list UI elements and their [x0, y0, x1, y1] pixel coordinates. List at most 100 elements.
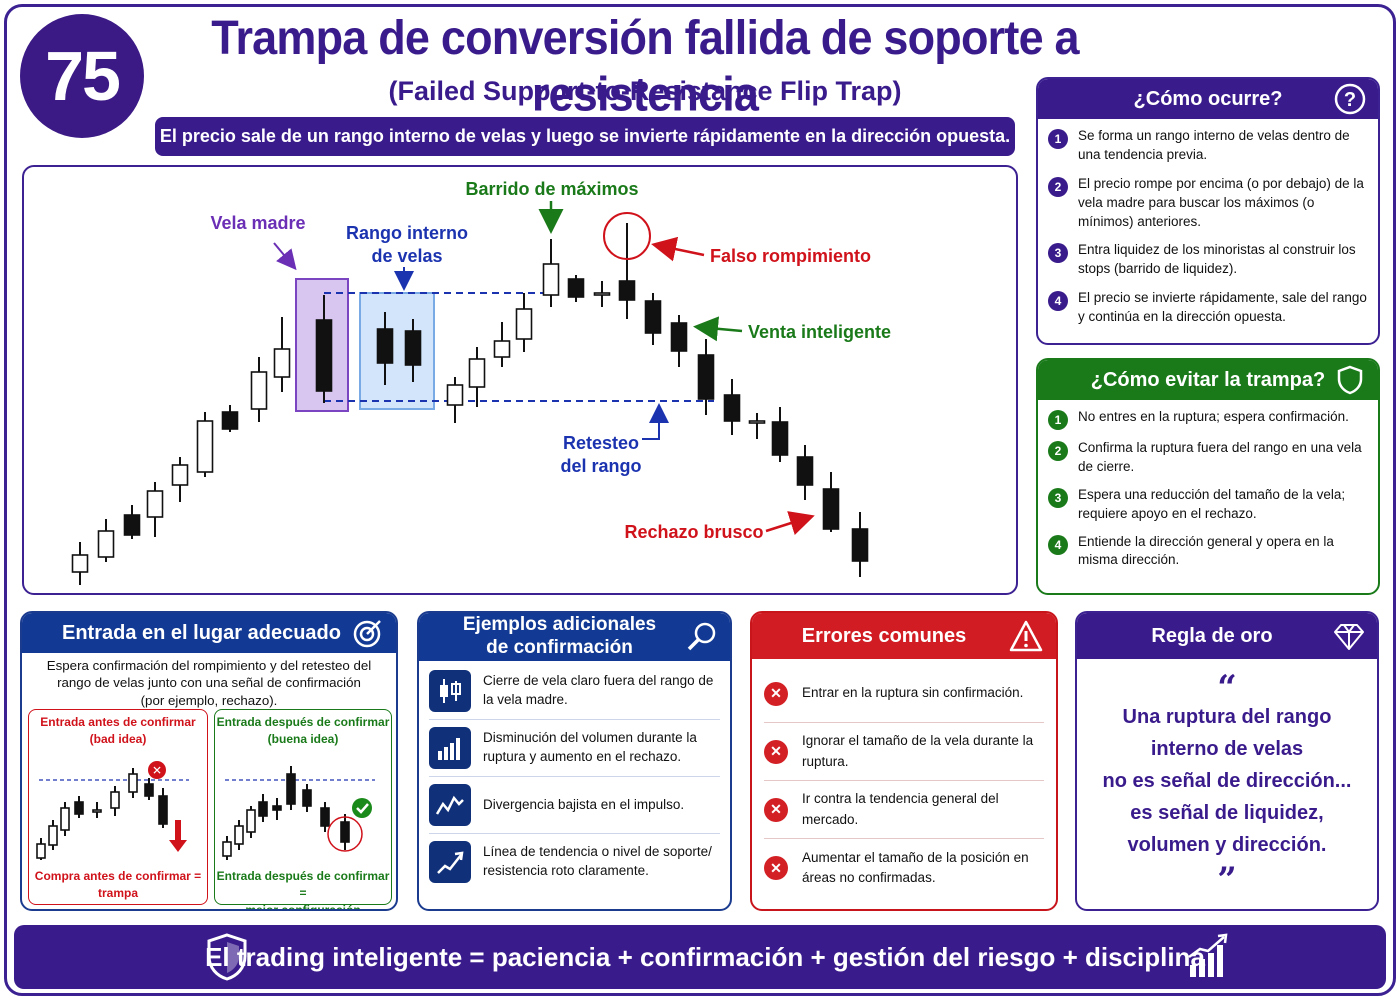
warning-icon	[1009, 620, 1043, 652]
trendline-icon	[429, 841, 471, 883]
example-item: Línea de tendencia o nivel de soporte/ r…	[429, 834, 720, 890]
bullish-candle	[446, 384, 464, 406]
inside-range-highlight	[359, 292, 435, 410]
x-mark-icon: ✕	[764, 856, 788, 880]
bullish-candle	[468, 358, 486, 388]
bullish-candle	[71, 554, 89, 573]
bullish-candle	[196, 420, 214, 473]
step-number-badge: 4	[1048, 291, 1068, 312]
common-errors-list: ✕Entrar en la ruptura sin confirmación.✕…	[752, 659, 1056, 897]
divergence-line-icon	[429, 784, 471, 826]
bearish-candle	[340, 821, 350, 843]
golden-rule-line: interno de velas	[1150, 738, 1304, 760]
bullish-candle	[246, 809, 256, 833]
magnifier-icon	[687, 622, 716, 651]
good-entry-example: Entrada después de confirmar(buena idea)…	[214, 709, 392, 909]
x-mark-icon: ✕	[764, 739, 788, 764]
bearish-candle	[644, 300, 662, 334]
retest-arrow	[642, 403, 669, 440]
example-text: Línea de tendencia o nivel de soporte/ r…	[483, 844, 712, 878]
bad-entry-footer-1: Compra antes de confirmar =	[34, 869, 202, 883]
sharp-rejection-arrow	[765, 511, 815, 535]
bearish-candle	[286, 773, 296, 805]
example-text: Divergencia bajista en el impulso.	[483, 796, 685, 812]
bullish-candle	[234, 825, 244, 845]
infographic-number: 75	[20, 14, 144, 138]
mother-candle	[315, 319, 333, 392]
bad-entry-title-1: Entrada antes de confirmar	[40, 715, 196, 729]
bearish-candle	[320, 807, 330, 827]
x-mark-icon: ✕	[764, 681, 788, 706]
x-mark-icon: ✕	[764, 797, 788, 822]
x-mark-glyph: ✕	[152, 764, 162, 778]
bearish-candle	[258, 801, 268, 817]
bullish-candle	[250, 371, 268, 410]
check-mark	[356, 803, 369, 814]
bearish-candle	[158, 795, 168, 825]
label-retest-1: Retesteo	[563, 433, 639, 453]
bullish-candle	[222, 841, 232, 857]
label-sweep: Barrido de máximos	[465, 179, 638, 199]
bullish-candle	[273, 348, 291, 378]
golden-rule-title: Regla de oro	[1151, 624, 1273, 647]
bearish-candle	[670, 322, 688, 352]
bearish-candle	[567, 278, 585, 298]
footer-banner: El trading inteligente = paciencia + con…	[14, 925, 1386, 989]
error-text: Ignorar el tamaño de la vela durante la …	[802, 733, 1034, 769]
common-errors-header: Errores comunes	[752, 613, 1056, 659]
volume-bars-icon	[429, 727, 471, 769]
how-to-avoid-header: ¿Cómo evitar la trampa?	[1038, 360, 1378, 400]
label-inside-range-2: de velas	[371, 246, 442, 266]
page-frame	[4, 4, 1396, 996]
golden-rule-line: es señal de liquidez,	[1130, 802, 1324, 824]
golden-rule-panel: Regla de oro “ Una ruptura del rango inte…	[1075, 611, 1379, 911]
bad-entry-example: Entrada antes de confirmar(bad idea) ✕ C…	[28, 709, 208, 905]
bullish-candle	[146, 490, 164, 518]
shield-icon	[207, 933, 247, 981]
open-quote-icon: “	[1217, 668, 1237, 708]
how-to-avoid-step-4: 4 Entiende la dirección general y opera e…	[1048, 533, 1368, 571]
error-item: ✕ Ignorar el tamaño de la vela durante la…	[764, 723, 1044, 781]
good-entry-title-1: Entrada después de confirmar	[216, 715, 390, 729]
good-entry-footer-1: Entrada después de confirmar =	[216, 869, 390, 900]
close-quote-icon: ”	[1217, 860, 1237, 900]
how-to-avoid-title: ¿Cómo evitar la trampa?	[1090, 368, 1326, 391]
step-text: Entiende la dirección general y opera en…	[1078, 533, 1334, 568]
examples-title-2: de confirmación	[486, 637, 633, 658]
examples-list: Cierre de vela claro fuera del rango de …	[419, 661, 730, 890]
step-number-badge: 2	[1048, 441, 1068, 461]
step-number-badge: 4	[1048, 534, 1068, 555]
bearish-candle	[404, 330, 422, 366]
false-breakout-candle	[618, 280, 636, 301]
svg-text:?: ?	[1344, 89, 1356, 111]
bullish-candle	[97, 530, 115, 558]
how-it-happens-title: ¿Cómo ocurre?	[1133, 87, 1283, 110]
bearish-candle	[144, 783, 154, 797]
label-mother-candle: Vela madre	[210, 213, 305, 233]
step-text: Entra liquidez de los minoristas al cons…	[1078, 242, 1356, 277]
down-arrow-icon	[169, 820, 187, 852]
step-number-badge: 1	[1048, 410, 1068, 430]
golden-rule-line: Una ruptura del rango	[1122, 706, 1332, 728]
how-it-happens-header: ¿Cómo ocurre? ?	[1038, 79, 1378, 119]
error-item: ✕ Entrar en la ruptura sin confirmación.	[764, 665, 1044, 723]
bearish-candle	[123, 514, 141, 536]
step-number-badge: 1	[1048, 129, 1068, 149]
label-inside-range-1: Rango interno	[346, 223, 468, 243]
step-number-badge: 3	[1048, 243, 1068, 264]
shield-icon	[1337, 365, 1363, 395]
error-text: Entrar en la ruptura sin confirmación.	[802, 685, 1024, 701]
page-title: Trampa de conversión fallida de soporte …	[211, 9, 1079, 122]
error-text: Ir contra la tendencia general del merca…	[802, 791, 999, 827]
bearish-candle	[221, 411, 239, 430]
example-item: Disminución del volumen durante la ruptu…	[429, 720, 720, 777]
bearish-candle	[302, 789, 312, 807]
bearish-candle	[272, 805, 282, 811]
bearish-candle	[723, 394, 741, 422]
